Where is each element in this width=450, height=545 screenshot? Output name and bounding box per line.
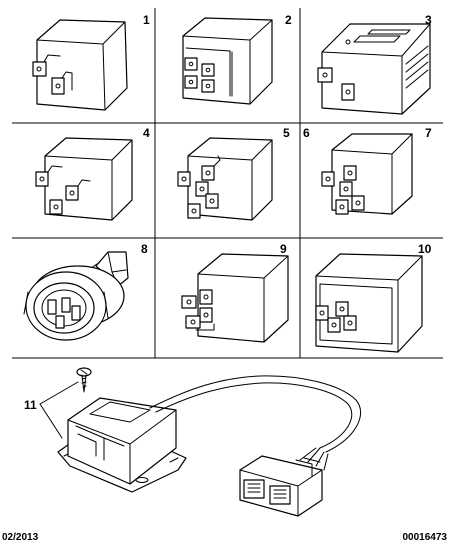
part-1-relay[interactable] xyxy=(32,19,128,111)
part-5-relay[interactable] xyxy=(177,137,273,221)
callout-7: 7 xyxy=(425,126,432,140)
part-8-round-relay[interactable] xyxy=(23,251,129,341)
callout-6: 6 xyxy=(303,126,310,140)
footer-date: 02/2013 xyxy=(2,532,39,543)
callout-11-leaders xyxy=(39,381,79,439)
callout-4: 4 xyxy=(143,126,150,140)
part-6-7-relay[interactable] xyxy=(321,133,413,215)
part-3-relay[interactable] xyxy=(317,23,431,115)
part-2-relay[interactable] xyxy=(182,17,273,105)
part-10-relay[interactable] xyxy=(315,253,423,353)
footer-reference: 00016473 xyxy=(402,532,448,543)
callout-9: 9 xyxy=(280,242,287,256)
screw-icon xyxy=(76,367,92,393)
part-9-relay[interactable] xyxy=(181,253,289,343)
callout-5: 5 xyxy=(283,126,290,140)
callout-8: 8 xyxy=(141,242,148,256)
part-4-relay[interactable] xyxy=(35,137,133,221)
callout-10: 10 xyxy=(418,242,432,256)
callout-11: 11 xyxy=(24,398,37,412)
callout-1: 1 xyxy=(143,13,150,27)
part-11-module[interactable] xyxy=(57,367,362,517)
callout-3: 3 xyxy=(425,13,432,27)
callout-2: 2 xyxy=(285,13,292,27)
grid-lines xyxy=(12,8,443,359)
